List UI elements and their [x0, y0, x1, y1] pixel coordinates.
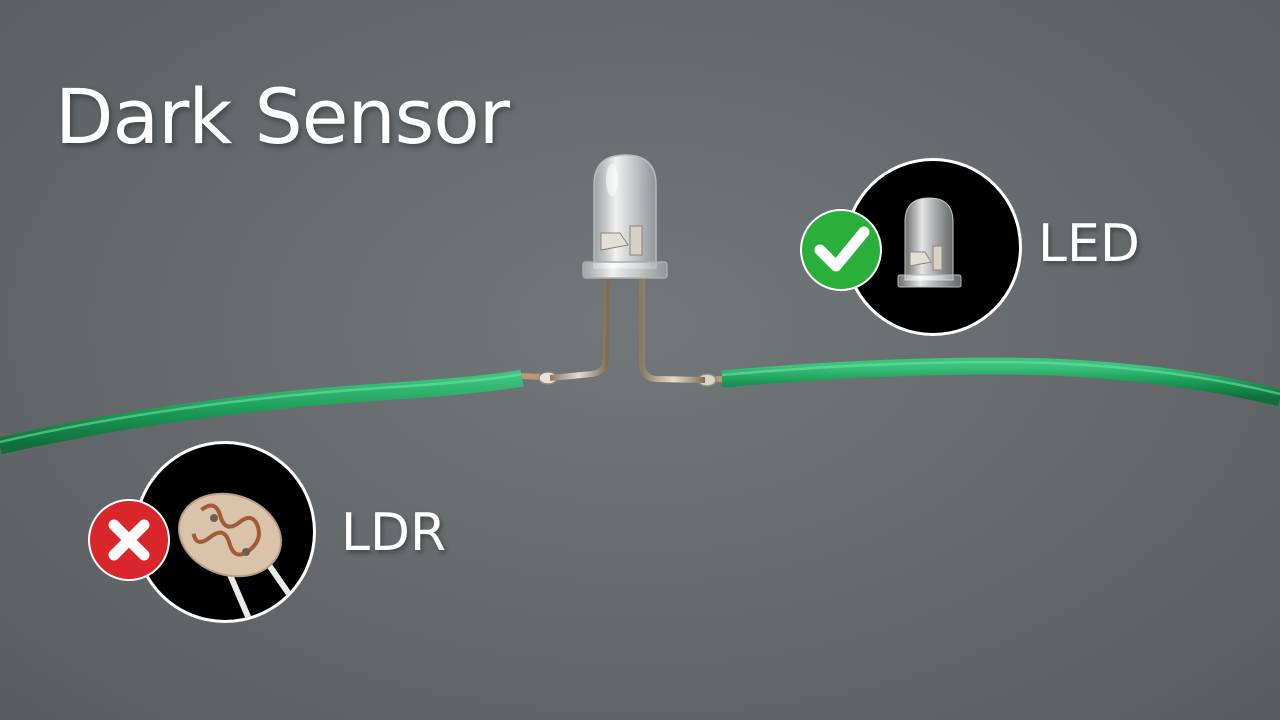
ldr-label: LDR	[341, 503, 447, 563]
check-icon	[800, 209, 882, 291]
right-wire	[721, 357, 1280, 407]
ldr-callout-photo	[178, 492, 303, 620]
solder-joints	[521, 371, 723, 387]
page-title: Dark Sensor	[55, 72, 510, 161]
led-callout	[844, 158, 1022, 336]
left-wire	[0, 369, 524, 455]
led-label: LED	[1038, 214, 1140, 274]
cross-icon	[88, 499, 170, 581]
ldr-callout	[134, 441, 316, 623]
main-led	[582, 154, 668, 279]
led-callout-photo	[897, 197, 962, 333]
led-legs	[549, 277, 706, 383]
